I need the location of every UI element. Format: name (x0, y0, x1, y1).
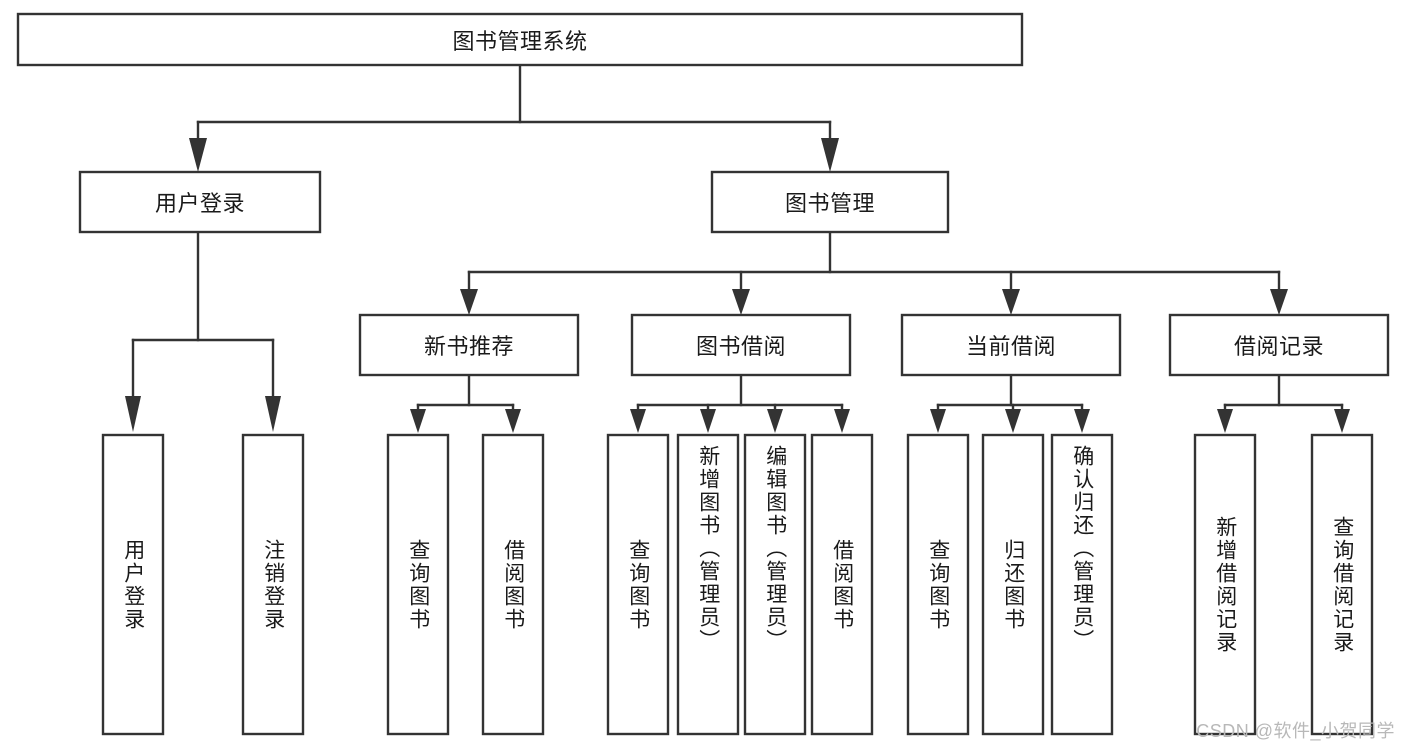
arrow-head-leaf-borrow-book-rec (505, 409, 521, 433)
node-box-borrow-record[interactable] (1168, 313, 1390, 377)
csdn-watermark: CSDN @软件_小贺同学 (1196, 721, 1395, 741)
node-box-root[interactable] (16, 12, 1024, 67)
arrow-head-leaf-edit-book-admin (767, 409, 783, 433)
node-box-leaf-query-book-current[interactable] (906, 433, 970, 736)
connector-group-root (189, 63, 839, 172)
connector-group-user-login (125, 230, 281, 432)
arrow-head-leaf-query-book-borrow (630, 409, 646, 433)
node-box-leaf-return-book[interactable] (981, 433, 1045, 736)
node-box-book-management[interactable] (710, 170, 950, 234)
node-box-leaf-edit-book-admin[interactable] (743, 433, 807, 736)
arrow-head-current-borrow (1002, 289, 1020, 315)
node-box-leaf-borrow-book-rec[interactable] (481, 433, 545, 736)
node-box-leaf-user-logout[interactable] (241, 433, 305, 736)
node-box-book-borrow[interactable] (630, 313, 852, 377)
node-box-leaf-add-borrow-record[interactable] (1193, 433, 1257, 736)
arrow-head-leaf-query-book-rec (410, 409, 426, 433)
node-box-user-login[interactable] (78, 170, 322, 234)
connector-group-new-book-recommend (410, 373, 521, 433)
arrow-head-leaf-user-logout (265, 396, 281, 432)
connector-group-book-management (460, 230, 1288, 315)
node-box-leaf-query-book-rec[interactable] (386, 433, 450, 736)
node-box-leaf-confirm-return-admin[interactable] (1050, 433, 1114, 736)
node-box-leaf-user-login[interactable] (101, 433, 165, 736)
node-box-leaf-add-book-admin[interactable] (676, 433, 740, 736)
node-box-current-borrow[interactable] (900, 313, 1122, 377)
arrow-head-user-login (189, 138, 207, 172)
connector-group-book-borrow (630, 373, 850, 433)
connector-group-current-borrow (930, 373, 1090, 433)
connector-group-borrow-record (1217, 373, 1350, 433)
node-box-leaf-borrow-book[interactable] (810, 433, 874, 736)
arrow-head-new-book-recommend (460, 289, 478, 315)
node-box-leaf-query-book-borrow[interactable] (606, 433, 670, 736)
arrow-head-leaf-user-login (125, 396, 141, 432)
arrow-head-book-borrow (732, 289, 750, 315)
arrow-head-leaf-borrow-book (834, 409, 850, 433)
node-box-leaf-query-borrow-record[interactable] (1310, 433, 1374, 736)
arrow-head-leaf-add-borrow-record (1217, 409, 1233, 433)
arrow-head-borrow-record (1270, 289, 1288, 315)
arrow-head-leaf-add-book-admin (700, 409, 716, 433)
arrow-head-leaf-query-book-current (930, 409, 946, 433)
node-box-new-book-recommend[interactable] (358, 313, 580, 377)
arrow-head-leaf-return-book (1005, 409, 1021, 433)
arrow-head-leaf-query-borrow-record (1334, 409, 1350, 433)
arrow-head-leaf-confirm-return-admin (1074, 409, 1090, 433)
arrow-head-book-management (821, 138, 839, 172)
